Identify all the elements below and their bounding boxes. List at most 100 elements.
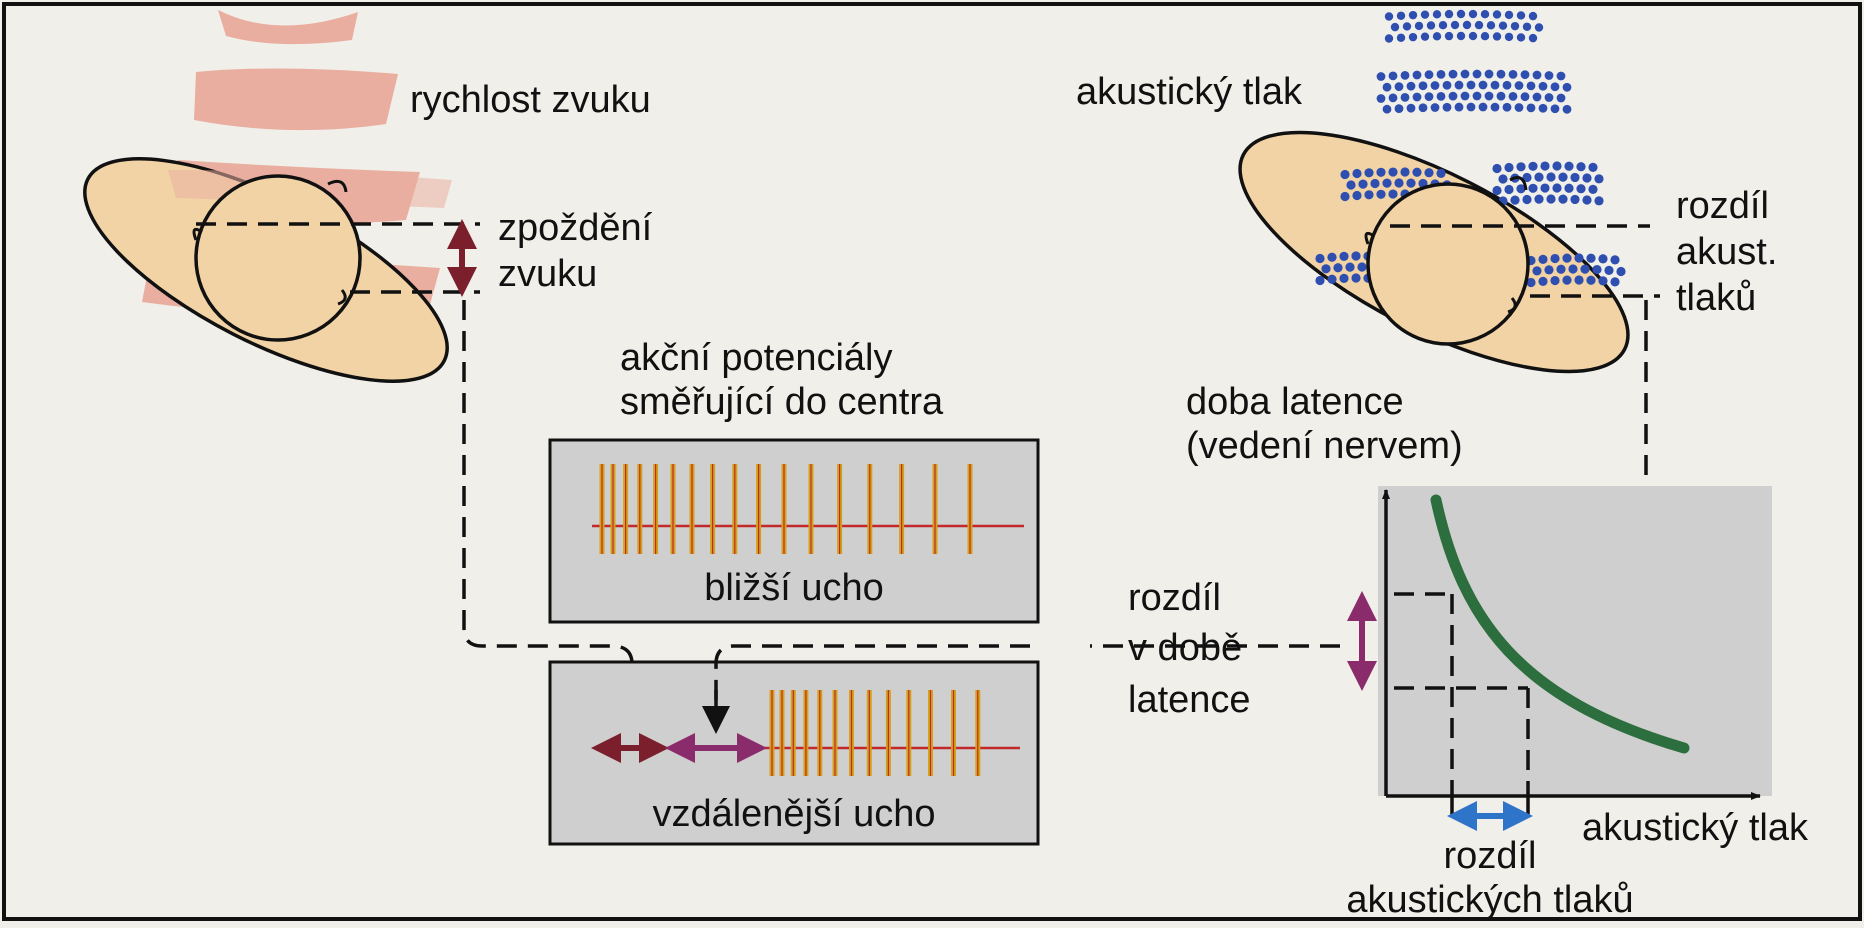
pressure-diff-graph-label-line1: rozdíl [1444,835,1537,877]
pressure-dot [1514,81,1524,90]
pressure-dot [1550,82,1560,92]
pressure-dot [1418,103,1428,113]
pressure-dot [1546,172,1556,182]
pressure-dot [1528,161,1538,171]
pressure-dot [1562,104,1572,114]
graph-x-axis-label: akustický tlak [1582,807,1809,849]
pressure-dot [1478,80,1488,90]
pressure-dot [1345,262,1355,272]
pressure-dot [1364,190,1374,200]
pressure-dot [1576,184,1586,194]
pressure-dot [1516,33,1526,42]
pressure-dot [1544,265,1554,275]
speed-of-sound-label: rychlost zvuku [410,79,651,121]
pressure-dot [1472,91,1482,101]
latency-diff-label-line3: latence [1128,679,1251,721]
pressure-diff-label-line2: akust. [1676,231,1777,273]
pressure-dot [1442,80,1452,90]
left-head-group [83,157,452,383]
pressure-dot [1564,161,1574,171]
ear-icon [1364,231,1375,245]
pressure-dot [1532,92,1542,102]
pressure-dot [1400,92,1410,102]
pressure-dot [1532,266,1542,276]
pressure-dot [1466,80,1476,90]
pressure-dot [1504,184,1514,195]
pressure-dot [1448,91,1458,101]
pressure-dot [1504,32,1514,42]
pressure-dot [1430,103,1440,112]
pressure-dot [1424,92,1434,102]
pressure-dot [1522,194,1532,205]
near-ear-panel: bližší ucho [548,438,1040,624]
pressure-dot [1430,81,1440,90]
pressure-dot [1546,194,1556,204]
pressure-dot [1550,275,1560,286]
pressure-dot [1534,23,1544,32]
pressure-dot [1454,102,1464,112]
pressure-dot [1610,277,1620,287]
acoustic-pressure-label: akustický tlak [1076,71,1303,113]
head-top-view-icon [194,174,362,342]
pressure-dot [1598,276,1608,286]
pressure-dot [1558,194,1568,204]
pressure-dot [1588,162,1598,172]
pressure-dot [1532,70,1542,80]
pressure-dot [1516,162,1526,172]
pressure-dot [1550,253,1560,264]
pressure-dot [1384,34,1394,43]
pressure-dot [1562,253,1572,263]
pressure-dot [1540,161,1550,171]
pressure-dot [1498,21,1508,30]
pressure-dot [1544,71,1554,80]
pressure-dot [1321,264,1331,274]
pressure-dot [1492,10,1502,19]
pressure-dot [1510,195,1520,205]
graph-title-line1: doba latence [1186,381,1404,423]
pressure-dot [1508,91,1518,101]
pressure-dot [1516,11,1526,20]
pressure-diff-label-line3: tlaků [1676,277,1756,319]
pressure-dot [1588,184,1598,194]
graph-title-line2: (vedení nervem) [1186,425,1463,467]
pressure-dots [1376,9,1572,114]
pressure-dot [1370,178,1380,189]
ear-icon [1507,297,1517,314]
near-ear-label: bližší ucho [704,567,884,609]
latency-path-line [714,644,1340,702]
pressure-dot [1616,266,1626,277]
pressure-dot [1396,33,1406,42]
pressure-dot [1400,70,1410,80]
pressure-dot [1462,20,1472,30]
pressure-dot [1418,81,1428,91]
ear-icon [337,289,347,306]
pressure-dot [1352,190,1362,201]
pressure-dot [1424,168,1434,178]
pressure-dot [1412,70,1422,80]
pressure-dot [1456,31,1466,41]
pressure-dot [1480,9,1490,19]
delay-label-line2: zvuku [498,253,597,295]
pressure-dot [1502,102,1512,112]
pressure-dot [1424,70,1434,80]
pressure-dot [1538,254,1548,264]
pressure-dot [1432,32,1442,41]
pressure-dot [1420,10,1430,19]
pressure-dot [1598,254,1608,264]
pressure-dot [1394,178,1404,188]
pressure-dot [1526,103,1536,113]
pressure-dot [1402,22,1412,31]
pressure-dot [1357,262,1367,272]
pressure-dot [1456,9,1466,19]
pressure-dot [1376,189,1386,199]
pressure-dot [1502,80,1512,90]
pressure-dot [1432,10,1442,19]
pressure-dot [1514,103,1524,112]
pressure-dot [1346,180,1356,190]
pressure-dot [1528,33,1538,43]
pressure-diff-graph-label-line2: akustických tlaků [1346,879,1633,921]
pressure-dot [1528,183,1538,193]
delay-path-line [462,300,634,702]
pressure-dot [1376,72,1386,81]
